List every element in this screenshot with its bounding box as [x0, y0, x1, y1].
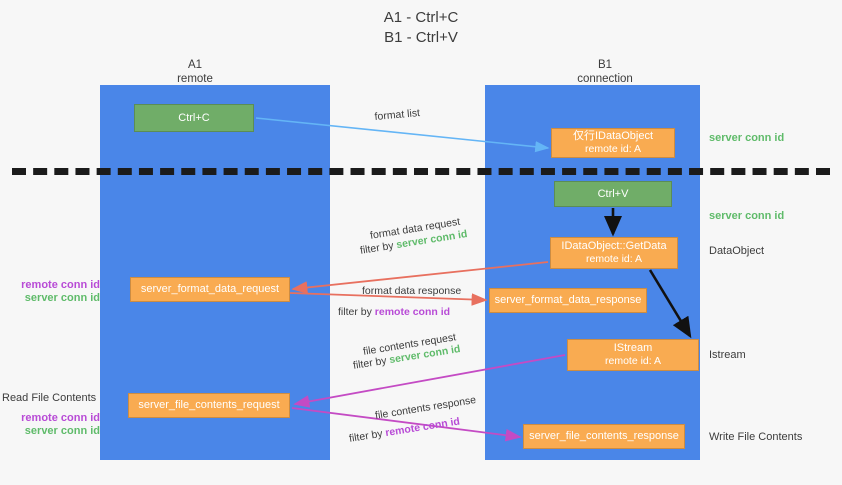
- right-label-server-conn-id-top: server conn id: [709, 132, 785, 144]
- left-label-file-conn-ids: remote conn id server conn id: [8, 412, 100, 438]
- column-header-b1-name: B1: [597, 59, 613, 71]
- column-header-b1-role: connection: [577, 73, 633, 85]
- remote-conn-id-token: remote conn id: [374, 306, 451, 318]
- node-ctrl-v[interactable]: Ctrl+V: [554, 181, 672, 207]
- node-idataobject-getdata[interactable]: IDataObject::GetData remote id: A: [550, 237, 678, 269]
- left-label-format-conn-ids: remote conn id server conn id: [8, 279, 100, 305]
- node-getdata-remote-id: remote id: A: [585, 253, 643, 265]
- left-label-file-remote-conn-id: remote conn id: [21, 412, 100, 424]
- column-header-a1: A1 remote: [125, 58, 265, 86]
- edge-note-file-contents-response-filter: filter by remote conn id: [348, 414, 461, 445]
- node-istream-remote-id: remote id: A: [604, 355, 662, 367]
- left-label-format-server-conn-id: server conn id: [24, 292, 100, 304]
- edge-note-format-data-response: format data response: [362, 285, 462, 297]
- left-label-read-file-contents: Read File Contents: [2, 392, 97, 404]
- edge-note-format-data-response-filter: filter by remote conn id: [338, 305, 450, 319]
- edge-note-format-list: format list: [374, 107, 421, 123]
- page-title: A1 - Ctrl+C B1 - Ctrl+V: [0, 8, 842, 48]
- filter-prefix: filter by: [348, 427, 387, 445]
- left-label-file-server-conn-id: server conn id: [24, 425, 100, 437]
- node-ctrl-c[interactable]: Ctrl+C: [134, 104, 254, 132]
- node-server-format-data-request[interactable]: server_format_data_request: [130, 277, 290, 302]
- left-label-format-remote-conn-id: remote conn id: [21, 279, 100, 291]
- node-server-format-data-response[interactable]: server_format_data_response: [489, 288, 647, 313]
- right-label-istream: Istream: [709, 349, 746, 361]
- filter-prefix: filter by: [338, 306, 375, 318]
- right-label-data-object: DataObject: [709, 245, 765, 257]
- title-line-1: A1 - Ctrl+C: [383, 9, 459, 26]
- node-server-file-contents-request[interactable]: server_file_contents_request: [128, 393, 290, 418]
- node-istream[interactable]: IStream remote id: A: [567, 339, 699, 371]
- node-server-format-data-request-label: server_format_data_request: [140, 283, 280, 295]
- node-server-file-contents-response-label: server_file_contents_response: [529, 430, 679, 442]
- node-server-file-contents-response[interactable]: server_file_contents_response: [523, 424, 685, 449]
- node-idataobject[interactable]: 仅行IDataObject remote id: A: [551, 128, 675, 158]
- dashed-divider: [12, 168, 830, 175]
- right-label-server-conn-id-second: server conn id: [709, 210, 785, 222]
- column-header-a1-name: A1: [187, 59, 203, 71]
- filter-prefix: filter by: [359, 239, 398, 257]
- column-header-b1: B1 connection: [525, 58, 685, 86]
- node-idataobject-remote-id: remote id: A: [584, 143, 642, 155]
- node-getdata-label: IDataObject::GetData: [561, 240, 667, 252]
- column-header-a1-role: remote: [177, 73, 213, 85]
- node-istream-label: IStream: [613, 342, 653, 354]
- node-ctrl-v-label: Ctrl+V: [597, 187, 629, 200]
- edge-note-file-contents-response: file contents response: [374, 394, 477, 422]
- right-label-write-file-contents: Write File Contents: [709, 431, 803, 443]
- node-ctrl-c-label: Ctrl+C: [178, 111, 210, 124]
- node-idataobject-label: 仅行IDataObject: [572, 130, 654, 142]
- title-line-2: B1 - Ctrl+V: [384, 29, 458, 46]
- node-server-file-contents-request-label: server_file_contents_request: [138, 399, 280, 411]
- node-server-format-data-response-label: server_format_data_response: [494, 294, 642, 306]
- filter-prefix: filter by: [352, 354, 391, 372]
